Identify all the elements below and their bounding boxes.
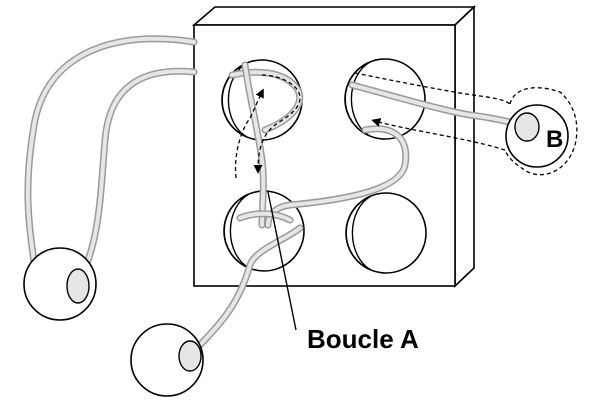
board-top-edge <box>191 6 477 26</box>
ball-left <box>23 247 97 321</box>
board-side-face <box>454 5 475 288</box>
hole-top-right <box>344 58 426 140</box>
loop-a-leader <box>267 191 297 331</box>
balls <box>23 104 569 397</box>
ropes <box>24 35 524 354</box>
dashed-path <box>234 72 578 179</box>
rope-to-b <box>348 81 524 129</box>
rope-left-outer <box>24 35 198 266</box>
rope-center-loop <box>264 125 410 229</box>
ball-bottom <box>130 323 204 397</box>
label-b: B <box>546 126 563 153</box>
label-loop-a: Boucle A <box>307 324 419 354</box>
ball-b <box>505 104 569 168</box>
hole-bottom-right <box>345 192 427 274</box>
rope-left-inner <box>74 67 198 289</box>
rope-bottom <box>191 210 304 354</box>
rope-top-left-loop <box>228 61 304 229</box>
